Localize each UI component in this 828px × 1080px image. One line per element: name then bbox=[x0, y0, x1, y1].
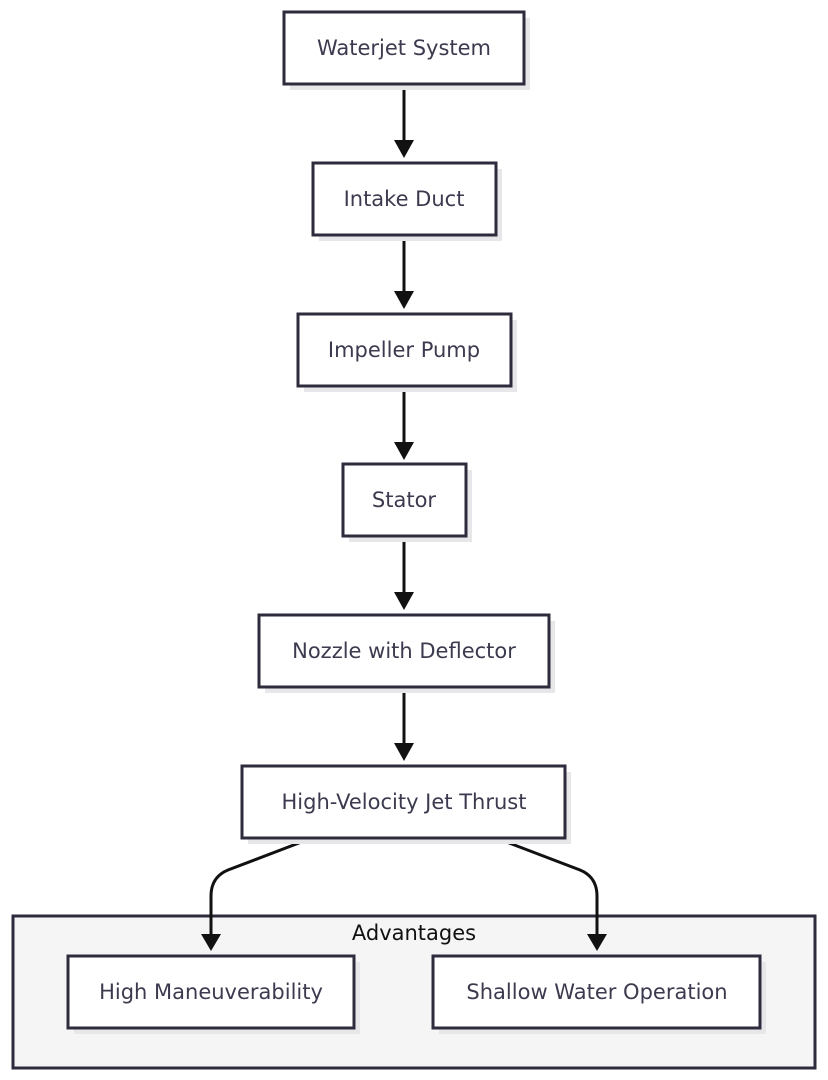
node-impeller-pump: Impeller Pump bbox=[296, 312, 517, 392]
node-intake-duct-label: Intake Duct bbox=[344, 187, 465, 211]
node-stator-label: Stator bbox=[372, 488, 437, 512]
node-high-velocity-jet-thrust: High-Velocity Jet Thrust bbox=[240, 764, 571, 844]
node-intake-duct: Intake Duct bbox=[311, 161, 502, 241]
edge-thrust-to-maneuverability bbox=[209, 836, 313, 934]
node-shallow-water-operation: Shallow Water Operation bbox=[431, 954, 766, 1034]
arrowhead-maneuverability bbox=[201, 934, 221, 951]
arrowhead-intake bbox=[394, 140, 414, 158]
advantages-group-label: Advantages bbox=[352, 921, 476, 945]
arrowhead-nozzle bbox=[394, 592, 414, 610]
node-high-maneuverability-label: High Maneuverability bbox=[99, 980, 323, 1004]
arrowhead-shallow-water bbox=[587, 934, 607, 951]
node-impeller-pump-label: Impeller Pump bbox=[328, 338, 480, 362]
node-high-velocity-jet-thrust-label: High-Velocity Jet Thrust bbox=[282, 790, 527, 814]
node-nozzle-with-deflector: Nozzle with Deflector bbox=[257, 613, 555, 693]
arrowhead-thrust bbox=[394, 743, 414, 761]
node-nozzle-with-deflector-label: Nozzle with Deflector bbox=[292, 639, 516, 663]
node-high-maneuverability: High Maneuverability bbox=[66, 954, 360, 1034]
node-stator: Stator bbox=[341, 462, 472, 542]
node-shallow-water-operation-label: Shallow Water Operation bbox=[466, 980, 727, 1004]
node-waterjet-system-label: Waterjet System bbox=[317, 36, 491, 60]
node-waterjet-system: Waterjet System bbox=[282, 10, 530, 90]
edges bbox=[201, 84, 607, 951]
arrowhead-stator bbox=[394, 442, 414, 460]
arrowhead-impeller bbox=[394, 291, 414, 309]
edge-thrust-to-shallow-water bbox=[495, 836, 599, 934]
